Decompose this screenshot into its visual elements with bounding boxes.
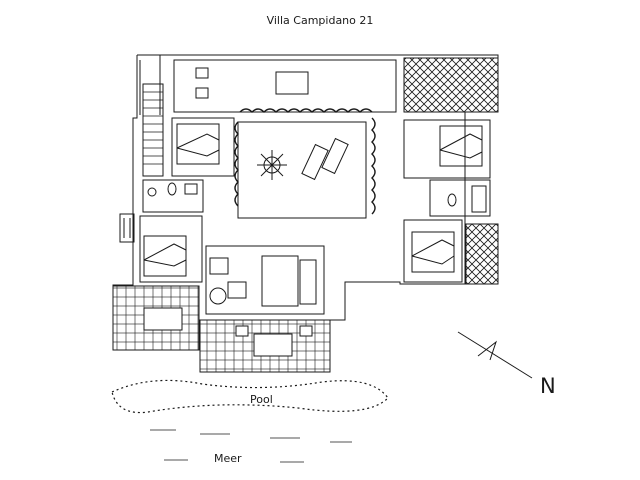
- hatched-area-bottom: [465, 223, 499, 285]
- courtyard: [237, 121, 367, 219]
- staircase: [142, 83, 164, 177]
- bathroom-1: [142, 179, 204, 213]
- bedroom-1: [171, 117, 235, 177]
- sun-umbrella: [257, 150, 287, 180]
- sea-label: Meer: [214, 452, 242, 465]
- pool-outline: [111, 379, 389, 414]
- left-terrace: [112, 285, 200, 351]
- hedge: [239, 108, 373, 113]
- bedroom-2: [139, 215, 203, 283]
- sea-lines: [150, 429, 352, 463]
- top-terrace: [173, 59, 397, 113]
- north-label: N: [540, 374, 556, 398]
- plan-title: Villa Campidano 21: [266, 14, 374, 27]
- north-arrow: [457, 331, 533, 379]
- bedroom-3: [403, 119, 491, 179]
- living-room: [205, 245, 325, 315]
- bedroom-4: [403, 219, 463, 283]
- bathroom-2: [429, 179, 491, 217]
- pool-label: Pool: [250, 393, 273, 406]
- hatched-area-top: [403, 57, 499, 113]
